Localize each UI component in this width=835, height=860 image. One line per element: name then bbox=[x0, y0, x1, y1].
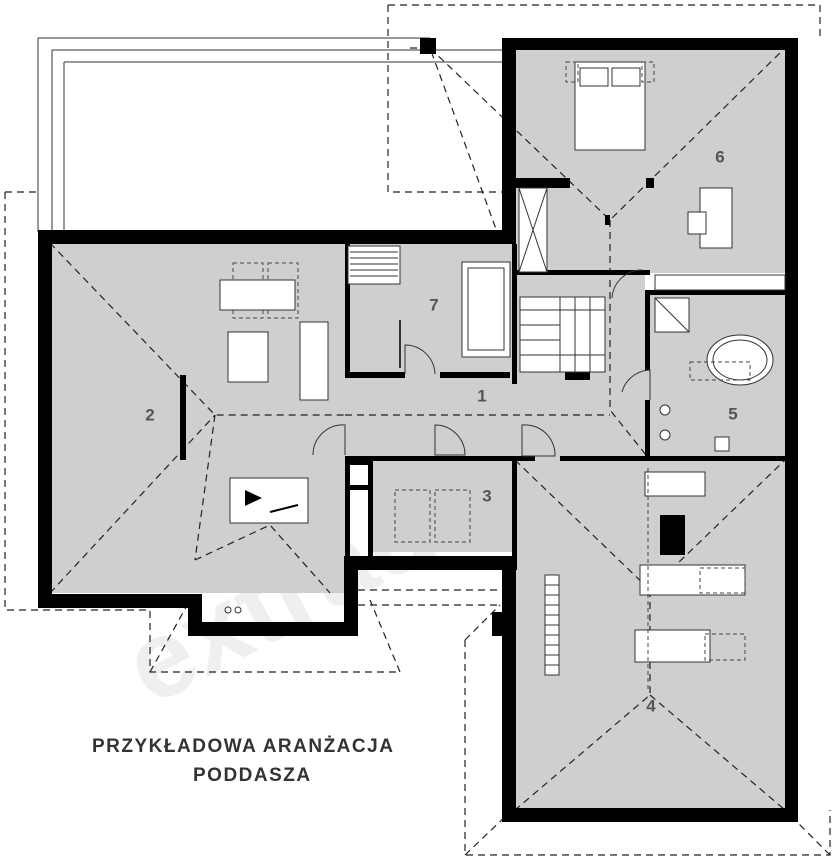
pool-table bbox=[229, 477, 309, 524]
terrace-post bbox=[420, 38, 436, 54]
floor-room-6 bbox=[515, 48, 785, 273]
door-room-2 bbox=[312, 424, 346, 456]
floor-room-2 bbox=[50, 243, 345, 593]
bathtub bbox=[461, 261, 511, 358]
room-2-furniture bbox=[219, 262, 329, 614]
room-label-5: 5 bbox=[728, 404, 737, 423]
room-label-4: 4 bbox=[646, 696, 656, 715]
treadmill bbox=[644, 471, 706, 497]
chair bbox=[687, 211, 707, 235]
door-room-5 bbox=[621, 369, 651, 400]
bed bbox=[574, 61, 646, 151]
door-room-4 bbox=[521, 424, 556, 457]
tub bbox=[706, 334, 774, 386]
door-room-7 bbox=[404, 344, 436, 375]
caption-line-2: PODDASZA bbox=[193, 765, 312, 786]
armchair bbox=[227, 331, 269, 383]
room-label-1: 1 bbox=[477, 386, 486, 405]
doors bbox=[312, 269, 651, 457]
wardrobe bbox=[654, 274, 786, 291]
room-labels: 1 2 3 4 5 6 7 bbox=[145, 147, 737, 715]
floor-room-3 bbox=[372, 460, 515, 552]
door-room-6 bbox=[611, 269, 643, 299]
room-6-furniture bbox=[565, 61, 786, 291]
caption-line-1: PRZYKŁADOWA ARANŻACJA bbox=[92, 736, 394, 757]
floor-hall bbox=[345, 378, 515, 460]
room-5-furniture bbox=[654, 297, 774, 452]
room-7-furniture bbox=[347, 245, 511, 368]
bench-press bbox=[634, 629, 711, 663]
stairs bbox=[518, 187, 606, 373]
room-3-furniture bbox=[394, 489, 471, 543]
room-label-6: 6 bbox=[715, 147, 724, 166]
room-label-3: 3 bbox=[482, 486, 491, 505]
sofa bbox=[299, 321, 329, 401]
door-room-3 bbox=[434, 424, 466, 456]
walls bbox=[38, 38, 798, 822]
room-label-2: 2 bbox=[145, 405, 154, 424]
rowing-machine bbox=[639, 564, 746, 596]
terrace bbox=[37, 37, 505, 232]
room-4-furniture bbox=[544, 468, 746, 690]
floor-room-1 bbox=[515, 378, 645, 460]
dining-table bbox=[219, 279, 296, 311]
room-label-7: 7 bbox=[429, 295, 438, 314]
